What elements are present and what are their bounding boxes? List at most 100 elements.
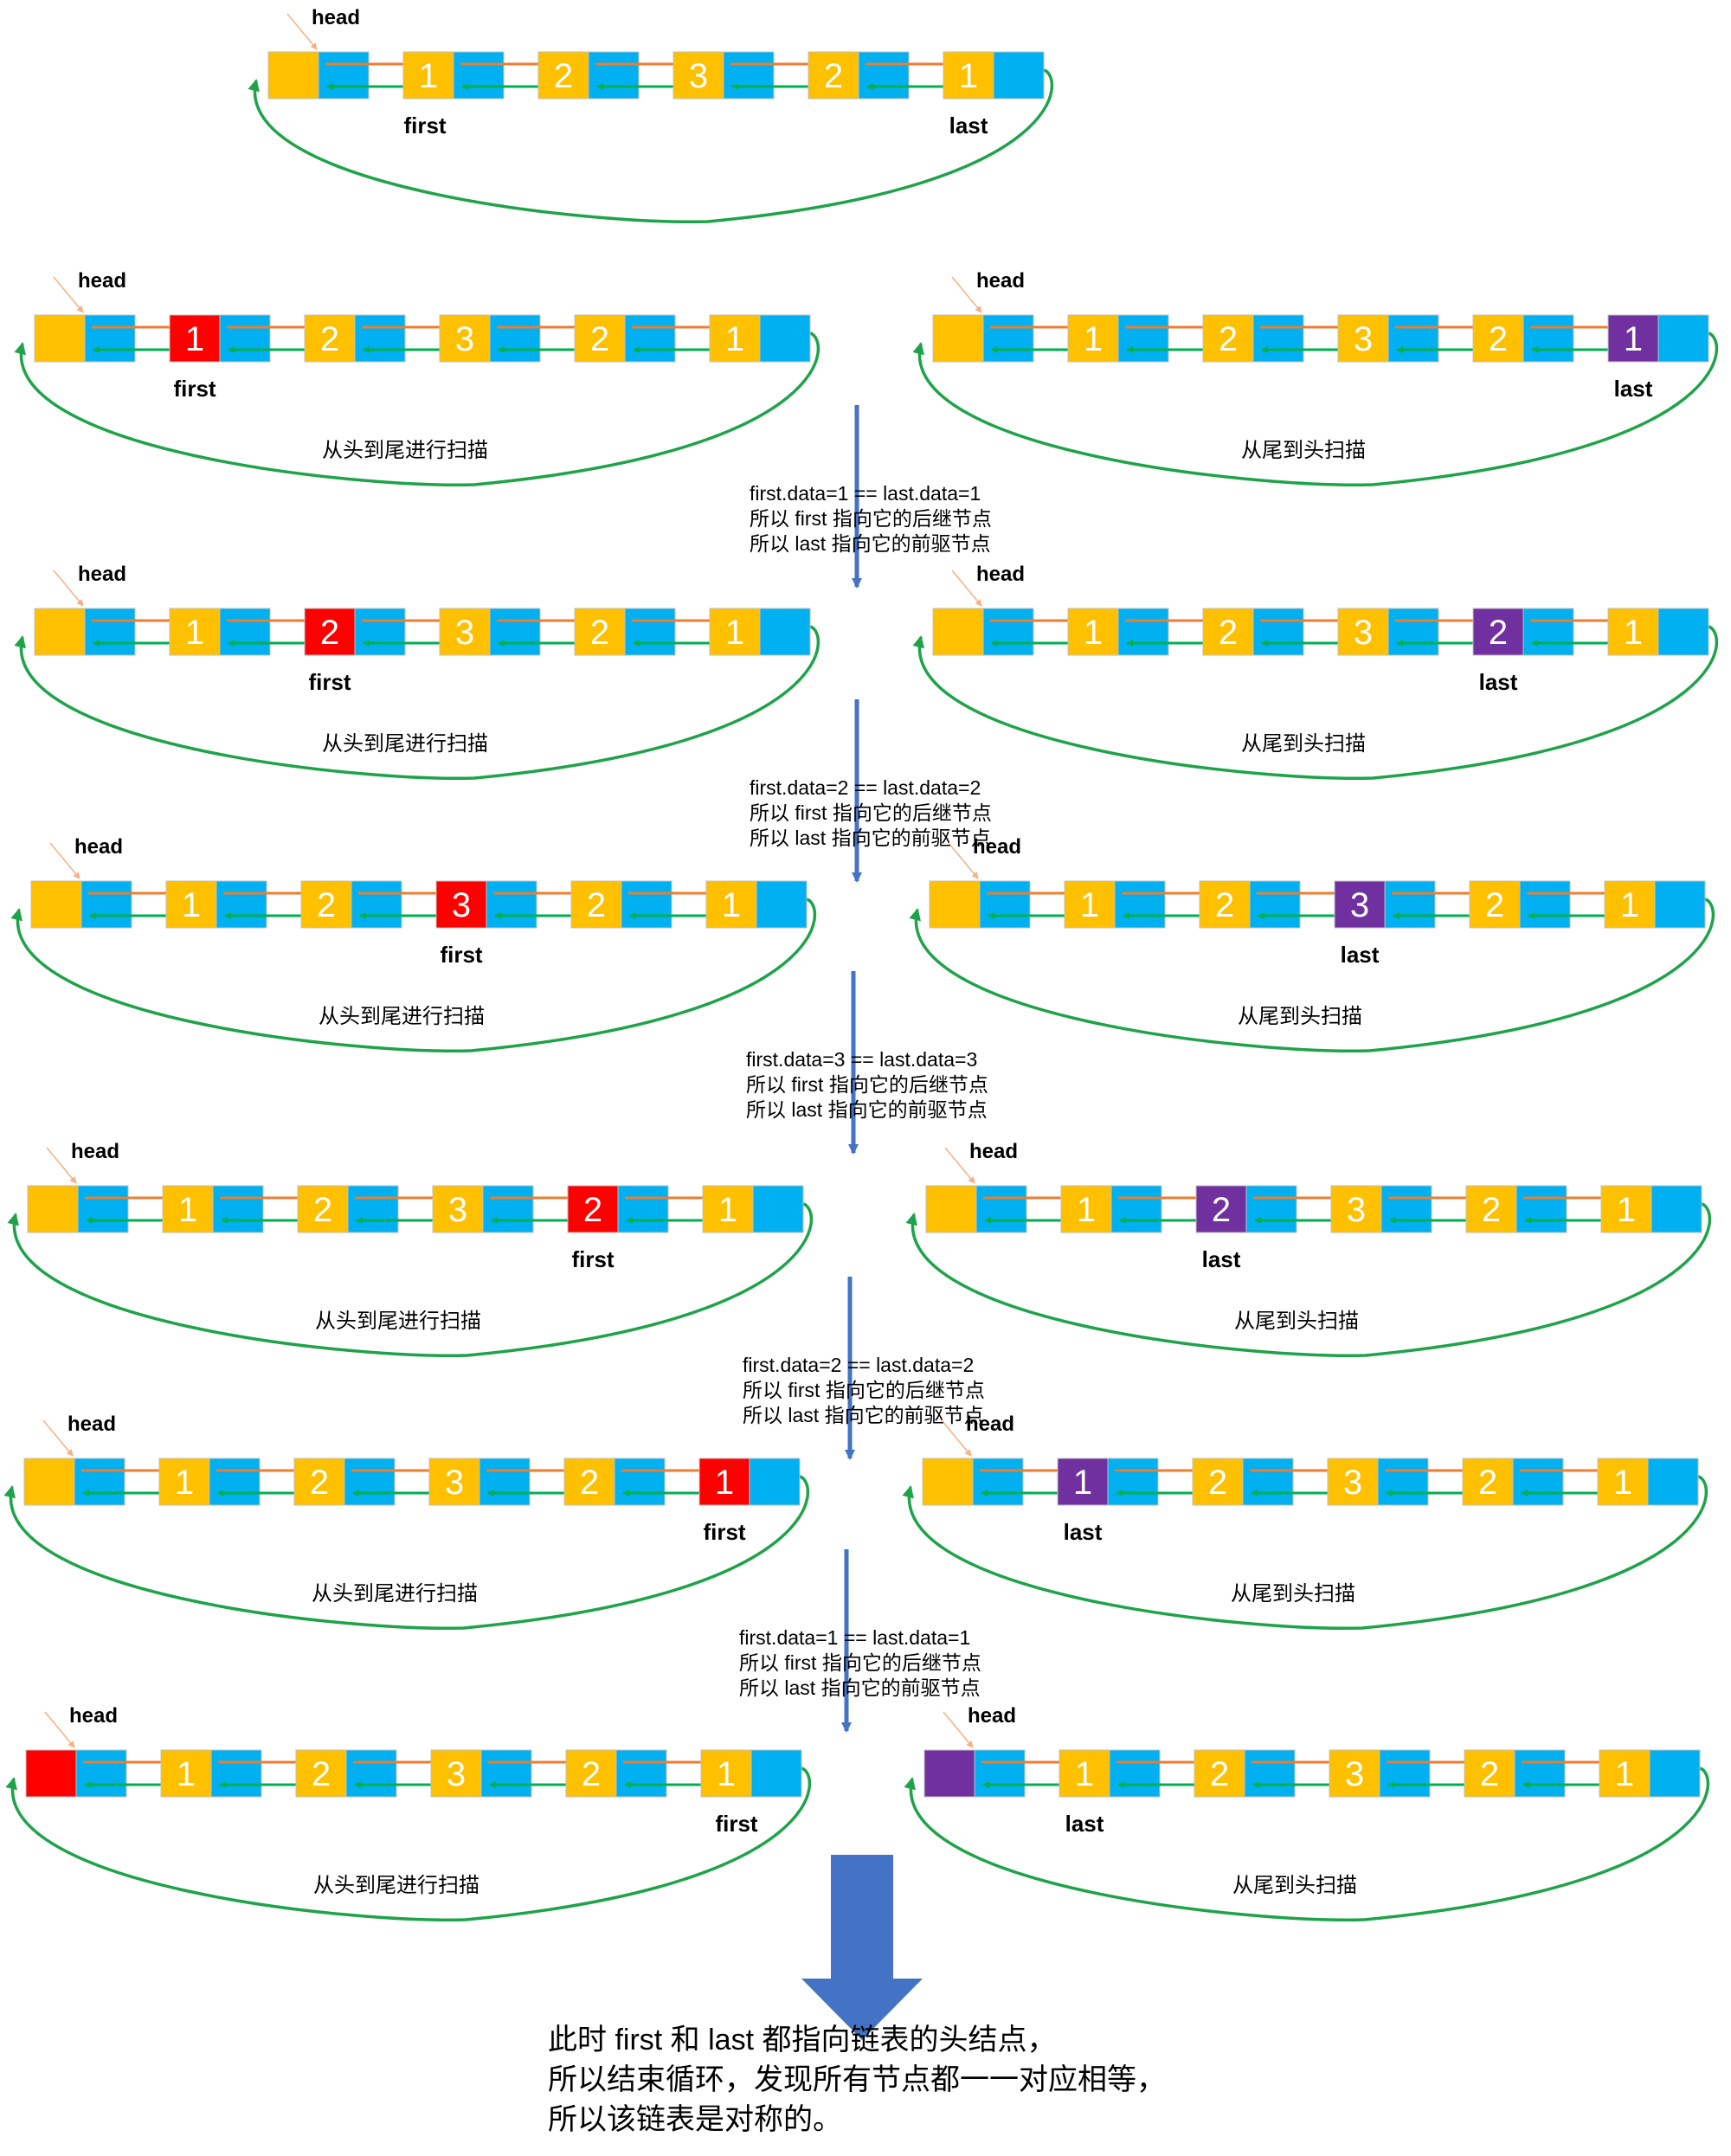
node-data-cell xyxy=(925,1185,977,1233)
head-label: head xyxy=(973,835,1021,859)
node-pointer-cell xyxy=(1522,608,1574,656)
list-node: 3 xyxy=(428,1458,531,1506)
node-data-cell xyxy=(1067,608,1119,656)
scan-caption: 从头到尾进行扫描 xyxy=(312,1582,478,1606)
node-pointer-cell xyxy=(1380,1185,1432,1233)
step-condition: first.data=2 == last.data=2 xyxy=(743,1354,974,1376)
node-pointer-cell xyxy=(480,1749,532,1798)
head-label: head xyxy=(976,269,1025,293)
head-label: head xyxy=(968,1704,1016,1728)
node-data-cell xyxy=(1059,1749,1110,1798)
step-condition: first.data=2 == last.data=2 xyxy=(750,776,981,799)
node-value: 2 xyxy=(1212,1191,1231,1229)
head-pointer-arrow xyxy=(46,1147,77,1184)
node-pointer-cell xyxy=(1387,608,1439,656)
scan-caption: 从头到尾进行扫描 xyxy=(315,1310,481,1333)
list-node: 3 xyxy=(435,880,537,929)
node-value: 1 xyxy=(1077,1191,1096,1229)
node-pointer-cell xyxy=(1117,314,1169,363)
node-pointer-cell xyxy=(84,608,136,656)
node-pointer-cell xyxy=(972,1458,1024,1506)
list-node: 2 xyxy=(1202,608,1304,656)
list-node: 1 xyxy=(1067,314,1169,363)
list-node: 1 xyxy=(162,1185,264,1233)
list-node: 1 xyxy=(160,1749,262,1798)
node-data-cell xyxy=(23,1458,75,1506)
node-value: 3 xyxy=(455,614,474,652)
list-node: 3 xyxy=(439,314,541,363)
list-node: 3 xyxy=(672,51,775,100)
first-pointer-label: first xyxy=(173,376,216,402)
node-value: 3 xyxy=(1350,886,1369,924)
list-node: 1 xyxy=(1599,1749,1701,1798)
list-node: 2 xyxy=(1199,880,1301,929)
head-pointer-arrow xyxy=(944,1147,975,1184)
node-value: 3 xyxy=(1347,1191,1366,1229)
node-value: 1 xyxy=(1075,1755,1094,1793)
head-label: head xyxy=(71,1140,119,1163)
head-node xyxy=(932,608,1034,656)
node-data-cell xyxy=(1330,1185,1382,1233)
node-data-cell xyxy=(929,880,981,929)
node-pointer-cell xyxy=(489,608,541,656)
node-value: 3 xyxy=(452,886,471,924)
last-pointer-label: last xyxy=(1064,1519,1103,1545)
first-pointer-label: first xyxy=(715,1811,757,1837)
step-note: first.data=3 == last.data=3所以 first 指向它的… xyxy=(746,971,988,1155)
head-pointer-arrow xyxy=(951,570,982,607)
scan-caption: 从尾到头扫描 xyxy=(1241,732,1366,756)
step-note: first.data=1 == last.data=1所以 first 指向它的… xyxy=(750,405,992,589)
node-value: 3 xyxy=(689,57,708,95)
node-pointer-cell xyxy=(354,314,406,363)
list-node: 1 xyxy=(158,1458,261,1506)
node-value: 1 xyxy=(1084,320,1103,358)
list-node: 1 xyxy=(1597,1458,1699,1506)
list-node: 2 xyxy=(565,1749,667,1798)
first-pointer-label: first xyxy=(571,1246,614,1272)
scan-caption: 从尾到头扫描 xyxy=(1238,1005,1362,1028)
list-node: 2 xyxy=(293,1458,396,1506)
scan-caption: 从头到尾进行扫描 xyxy=(322,732,488,756)
node-data-cell xyxy=(1064,880,1116,929)
head-node xyxy=(27,1185,129,1233)
node-pointer-cell xyxy=(621,880,672,929)
list-node: 2 xyxy=(1469,880,1571,929)
node-pointer-cell xyxy=(759,608,811,656)
step-action: 所以 first 指向它的后继节点 xyxy=(746,1073,988,1096)
node-pointer-cell xyxy=(453,51,505,100)
node-pointer-cell xyxy=(74,1458,125,1506)
circular-link-loop xyxy=(904,1767,1710,1921)
node-value: 3 xyxy=(1354,614,1373,652)
conclusion-line-2: 所以结束循环，发现所有节点都一一对应相等， xyxy=(548,2063,1166,2096)
list-node: 3 xyxy=(1337,314,1439,363)
node-pointer-cell xyxy=(1252,608,1304,656)
node-pointer-cell xyxy=(615,1749,667,1798)
circular-link-loop xyxy=(909,898,1715,1052)
circular-link-loop xyxy=(912,331,1719,486)
node-value: 1 xyxy=(1624,614,1643,652)
step-note: first.data=2 == last.data=2所以 first 指向它的… xyxy=(743,1277,985,1460)
node-pointer-cell xyxy=(614,1458,666,1506)
node-pointer-cell xyxy=(1109,1749,1161,1798)
node-data-cell xyxy=(1060,1185,1112,1233)
step-condition: first.data=1 == last.data=1 xyxy=(750,482,981,505)
node-pointer-cell xyxy=(617,1185,669,1233)
node-value: 1 xyxy=(178,1191,197,1229)
scan-caption: 从尾到头扫描 xyxy=(1232,1874,1357,1897)
node-value: 1 xyxy=(1613,1464,1632,1502)
node-pointer-cell xyxy=(209,1458,261,1506)
head-node xyxy=(30,880,132,929)
list-node: 1 xyxy=(1060,1185,1162,1233)
node-pointer-cell xyxy=(1249,880,1301,929)
node-value: 2 xyxy=(554,57,573,95)
node-data-cell xyxy=(563,1458,615,1506)
node-value: 3 xyxy=(448,1191,467,1229)
node-value: 1 xyxy=(1624,320,1643,358)
node-data-cell xyxy=(1202,314,1254,363)
node-value: 2 xyxy=(590,320,609,358)
head-label: head xyxy=(312,6,360,29)
